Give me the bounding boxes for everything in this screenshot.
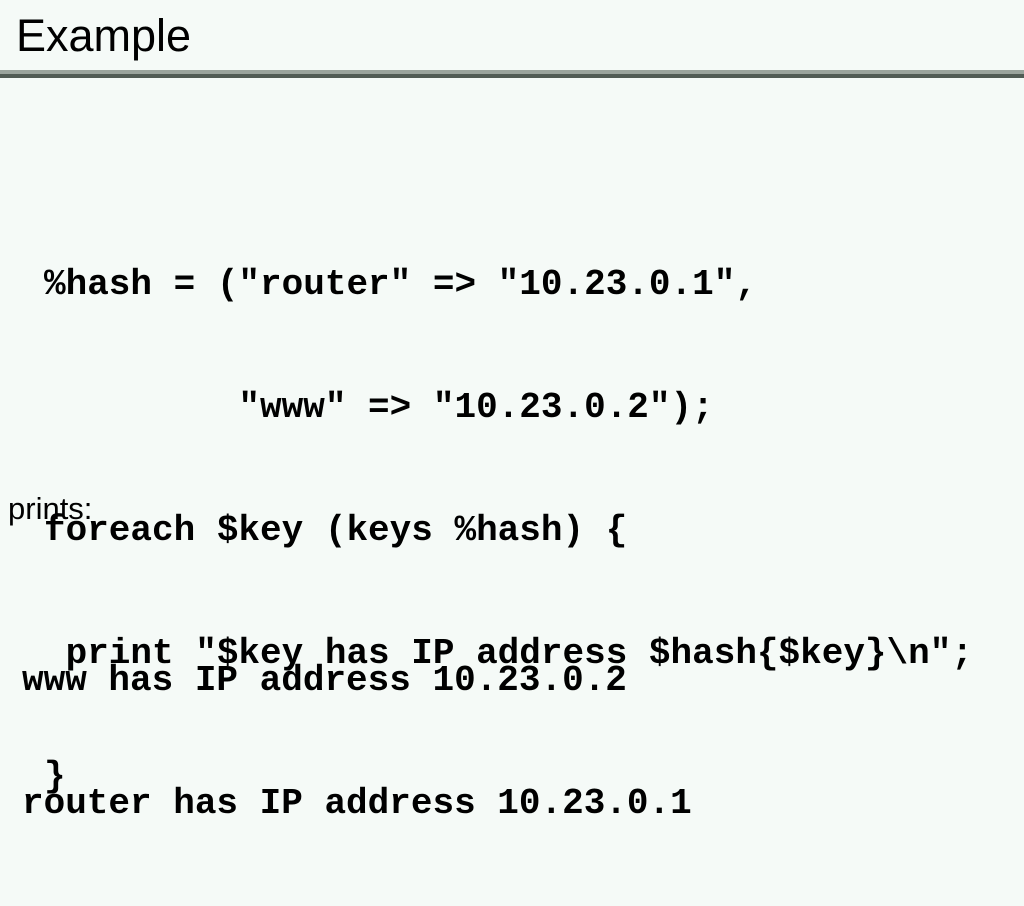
divider-band-dark — [0, 74, 1024, 78]
page-title: Example — [16, 10, 192, 61]
output-line: router has IP address 10.23.0.1 — [22, 783, 692, 824]
output-block: www has IP address 10.23.0.2 router has … — [22, 578, 692, 906]
divider-band-light — [0, 70, 1024, 74]
code-line: %hash = ("router" => "10.23.0.1", — [44, 264, 757, 305]
slide: Example %hash = ("router" => "10.23.0.1"… — [0, 10, 1024, 824]
code-block: %hash = ("router" => "10.23.0.1", "www" … — [44, 182, 973, 879]
prints-label: prints: — [8, 491, 93, 526]
code-line: print "$key has IP address $hash{$key}\n… — [44, 633, 973, 674]
code-line: foreach $key (keys %hash) { — [44, 510, 628, 551]
output-line: www has IP address 10.23.0.2 — [22, 660, 627, 701]
title-divider — [0, 70, 1024, 78]
code-line: "www" => "10.23.0.2"); — [44, 387, 714, 428]
